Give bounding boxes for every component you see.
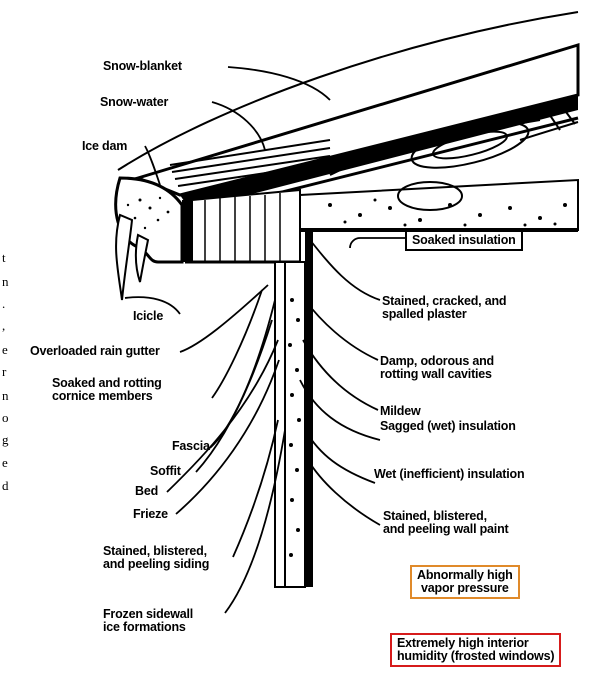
label-icicle: Icicle [133,310,163,323]
label-snow-blanket: Snow-blanket [103,60,182,73]
fascia-block [182,200,192,262]
label-stained-plaster: Stained, cracked, and spalled plaster [382,295,506,321]
label-bed: Bed [135,485,158,498]
label-stained-paint-line2: and peeling wall paint [383,523,508,536]
side-text-fragment: o [2,410,9,426]
side-text-fragment: t [2,250,6,266]
label-wet-insulation: Wet (inefficient) insulation [374,468,524,481]
side-text-fragment: r [2,364,6,380]
interior-wall [305,230,313,587]
label-soffit: Soffit [150,465,181,478]
label-mildew: Mildew [380,405,420,418]
side-text-fragment: n [2,274,9,290]
label-stained-siding-line2: and peeling siding [103,558,209,571]
label-soaked-cornice: Soaked and rotting cornice members [52,377,162,403]
side-text-fragment: g [2,432,9,448]
label-frieze: Frieze [133,508,168,521]
wall-cavity [285,262,305,587]
label-stained-siding: Stained, blistered, and peeling siding [103,545,209,571]
side-text-fragment: e [2,342,8,358]
label-sagged-insulation: Sagged (wet) insulation [380,420,516,433]
label-humidity-line2: humidity (frosted windows) [397,650,554,663]
label-soaked-cornice-line2: cornice members [52,390,162,403]
label-interior-humidity: Extremely high interior humidity (froste… [390,633,561,667]
label-frozen-ice-line2: ice formations [103,621,193,634]
side-text-fragment: d [2,478,9,494]
side-text-fragment: , [2,318,5,334]
cornice [192,190,300,262]
label-damp-cavities-line2: rotting wall cavities [380,368,494,381]
label-vapor-pressure: Abnormally high vapor pressure [410,565,520,599]
label-soaked-insulation: Soaked insulation [405,230,523,251]
label-stained-plaster-line2: spalled plaster [382,308,506,321]
label-fascia: Fascia [172,440,210,453]
side-text-fragment: n [2,388,9,404]
label-vapor-line2: vapor pressure [417,582,513,595]
label-ice-dam: Ice dam [82,140,127,153]
side-text-fragment: . [2,296,5,312]
label-damp-cavities: Damp, odorous and rotting wall cavities [380,355,494,381]
label-overloaded-gutter: Overloaded rain gutter [30,345,160,358]
attic-insulation [300,180,578,230]
side-text-fragment: e [2,455,8,471]
label-stained-paint: Stained, blistered, and peeling wall pai… [383,510,508,536]
label-snow-water: Snow-water [100,96,168,109]
label-frozen-ice: Frozen sidewall ice formations [103,608,193,634]
